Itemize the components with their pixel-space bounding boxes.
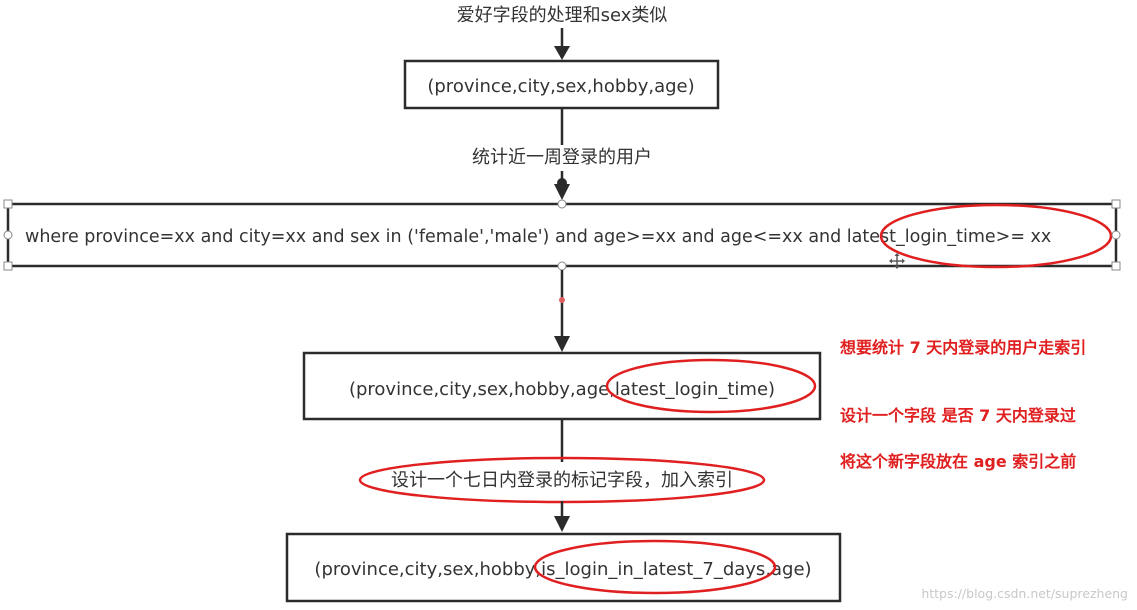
resize-handle-right-center[interactable] — [1111, 230, 1121, 240]
note-3: 将这个新字段放在 age 索引之前 — [840, 452, 1076, 471]
move-cursor-icon — [889, 253, 905, 269]
resize-handle-bottom-right[interactable] — [1111, 261, 1121, 271]
note-1: 想要统计 7 天内登录的用户走索引 — [839, 338, 1086, 357]
resize-handle-bottom-center[interactable] — [557, 261, 567, 271]
note-2: 设计一个字段 是否 7 天内登录过 — [840, 406, 1076, 425]
arrowhead-bottom-to-box3 — [554, 516, 570, 532]
highlight-is-login-box3 — [533, 539, 777, 595]
box-index-2-text: (province,city,sex,hobby,age,latest_logi… — [349, 379, 775, 400]
highlight-latest-login-box2 — [605, 358, 817, 414]
arrowhead-mid-to-where — [554, 184, 570, 200]
resize-handle-top-center[interactable] — [557, 199, 567, 209]
arrowhead-top-to-box1 — [554, 46, 570, 60]
mid-label: 统计近一周登录的用户 — [472, 147, 652, 168]
highlight-latest-login-where — [879, 203, 1113, 269]
top-label: 爱好字段的处理和sex类似 — [457, 5, 668, 26]
where-clause-text: where province=xx and city=xx and sex in… — [25, 227, 1051, 247]
watermark: https://blog.csdn.net/suprezheng — [921, 586, 1128, 601]
arrowhead-where-to-box2 — [554, 336, 570, 352]
bottom-label: 设计一个七日内登录的标记字段，加入索引 — [391, 470, 733, 491]
resize-handle-bottom-left[interactable] — [3, 261, 13, 271]
box-index-1-text: (province,city,sex,hobby,age) — [427, 76, 694, 97]
selection-handles[interactable] — [3, 199, 1121, 271]
box-index-2 — [302, 351, 822, 421]
resize-handle-top-left[interactable] — [3, 199, 13, 209]
box-index-3 — [285, 532, 842, 603]
resize-handle-left-center[interactable] — [3, 230, 13, 240]
resize-handle-top-right[interactable] — [1111, 199, 1121, 209]
box-index-3-text: (province,city,sex,hobby,is_login_in_lat… — [314, 559, 811, 580]
connector-dot-top — [557, 178, 567, 188]
connector-dot-mid — [559, 297, 565, 303]
